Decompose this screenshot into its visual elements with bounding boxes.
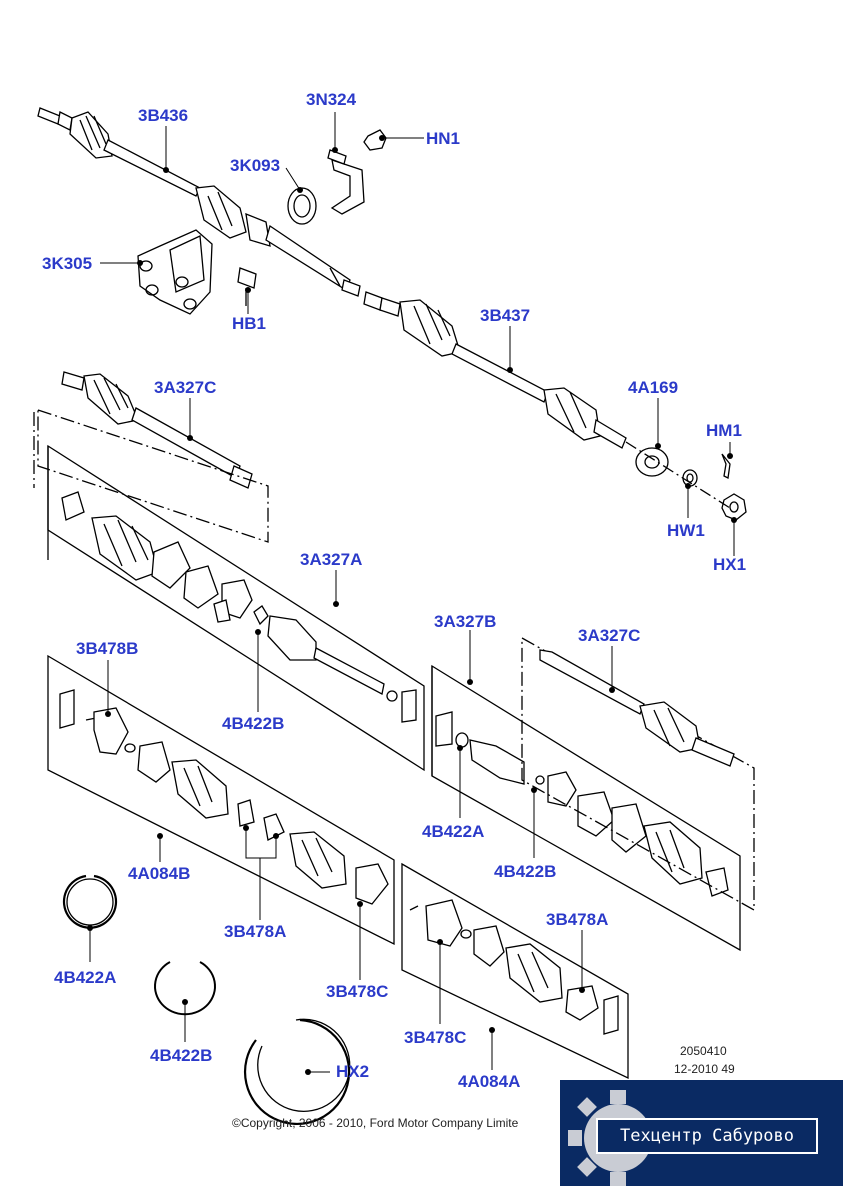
label-3B478A-right: 3B478A bbox=[546, 910, 609, 929]
label-3A327A: 3A327A bbox=[300, 550, 363, 569]
label-3N324: 3N324 bbox=[306, 90, 357, 109]
label-3B478C-right: 3B478C bbox=[404, 1028, 467, 1047]
bearing-3K093 bbox=[287, 187, 317, 225]
label-3A327C-top: 3A327C bbox=[154, 378, 217, 397]
label-4A084B: 4A084B bbox=[128, 864, 191, 883]
assembly-3A327A bbox=[61, 491, 417, 723]
assembly-3A327B bbox=[435, 711, 729, 897]
label-4B422A-a: 4B422A bbox=[422, 822, 485, 841]
label-4A169: 4A169 bbox=[628, 378, 679, 397]
assembly-4A084B bbox=[59, 689, 389, 905]
clamp-3N324 bbox=[327, 149, 365, 215]
label-4B422B-a: 4B422B bbox=[222, 714, 285, 733]
bolt-HB1 bbox=[237, 267, 257, 306]
pin-HM1 bbox=[721, 453, 731, 479]
ring-HX2 bbox=[243, 1018, 351, 1125]
label-3B478B: 3B478B bbox=[76, 639, 139, 658]
shaft-3A327C-upper bbox=[61, 371, 253, 489]
ring-4B422A bbox=[62, 874, 118, 929]
reference-number: 2050410 bbox=[680, 1044, 727, 1058]
label-3K305: 3K305 bbox=[42, 254, 93, 273]
date-code: 12-2010 49 bbox=[674, 1062, 735, 1076]
label-4B422B-c: 4B422B bbox=[150, 1046, 213, 1065]
label-3K093: 3K093 bbox=[230, 156, 281, 175]
label-3A327B: 3A327B bbox=[434, 612, 497, 631]
washer-HW1 bbox=[682, 469, 698, 487]
label-HW1: HW1 bbox=[667, 521, 705, 540]
label-HX1: HX1 bbox=[713, 555, 747, 574]
label-HX2: HX2 bbox=[336, 1062, 370, 1081]
washer-4A169 bbox=[635, 447, 669, 477]
watermark-text: Техцентр Сабурово bbox=[596, 1118, 818, 1154]
shaft-3B437 bbox=[363, 291, 627, 449]
label-3A327C-right: 3A327C bbox=[578, 626, 641, 645]
shaft-3B436 bbox=[37, 107, 361, 297]
label-HN1: HN1 bbox=[426, 129, 461, 148]
copyright-text: ©Copyright, 2006 - 2010, Ford Motor Comp… bbox=[232, 1116, 519, 1130]
label-3B478C-left: 3B478C bbox=[326, 982, 389, 1001]
bracket-3K305 bbox=[137, 229, 213, 315]
label-3B437: 3B437 bbox=[480, 306, 531, 325]
label-3B436: 3B436 bbox=[138, 106, 189, 125]
label-4B422B-b: 4B422B bbox=[494, 862, 557, 881]
label-4B422A-b: 4B422A bbox=[54, 968, 117, 987]
leader-lines bbox=[89, 112, 735, 1073]
label-HB1: HB1 bbox=[232, 314, 267, 333]
label-4A084A: 4A084A bbox=[458, 1072, 521, 1091]
shaft-3A327C-right bbox=[539, 649, 735, 767]
nut-HN1 bbox=[363, 129, 387, 151]
nut-HX1 bbox=[721, 493, 747, 521]
label-HM1: HM1 bbox=[706, 421, 742, 440]
assembly-4A084A bbox=[409, 899, 619, 1035]
label-3B478A-left: 3B478A bbox=[224, 922, 287, 941]
